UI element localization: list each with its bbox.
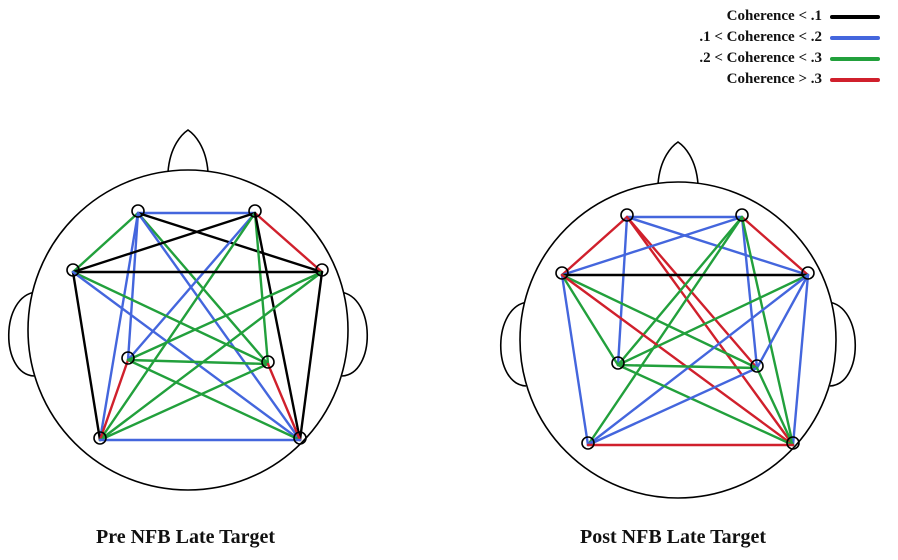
connection-line [586,273,810,447]
legend: Coherence < .1 .1 < Coherence < .2 .2 < … [699,6,880,90]
connection-line [253,211,270,366]
head-outline [519,181,837,499]
head-outline [27,169,349,491]
connection-line [616,215,744,367]
legend-entry-black: Coherence < .1 [699,6,880,27]
connection-line [71,270,302,442]
connection-line [586,366,759,447]
legend-entry-green: .2 < Coherence < .3 [699,48,880,69]
connection-line [616,273,810,367]
electrode-marker [801,266,815,280]
legend-swatch-blue [830,35,880,40]
connection-line [791,273,810,447]
connection-line [560,273,620,367]
connection-line [616,363,795,447]
electrode-marker [620,208,634,222]
connection-line [616,215,629,367]
connection-line [98,362,270,442]
connection-line [625,215,795,447]
legend-entry-blue: .1 < Coherence < .2 [699,27,880,48]
electrode-marker [611,356,625,370]
connection-line [740,215,810,277]
connection-line [98,270,324,442]
electrode-marker [131,204,145,218]
connection-line [98,358,130,442]
connection-line [560,273,759,370]
connection-line [126,211,140,362]
diagram-title-pre: Pre NFB Late Target [96,526,276,548]
legend-label: Coherence > .3 [726,71,822,87]
connection-line [560,215,744,277]
connection-line [253,211,324,274]
connection-line [560,273,795,447]
electrode-marker [66,263,80,277]
connection-line [98,211,140,442]
electrode-marker [581,436,595,450]
connection-line [740,215,795,447]
electrode-marker [93,431,107,445]
connection-line [126,358,270,366]
legend-label: .2 < Coherence < .3 [699,50,822,66]
connection-line [560,215,629,277]
connection-line [71,211,140,274]
electrode-marker [750,359,764,373]
connection-line [98,211,257,442]
connection-line [755,273,810,370]
connection-line [71,211,257,274]
connection-line [586,215,744,447]
head-diagram-post [500,141,856,499]
connection-line [71,270,270,366]
electrode-marker [315,263,329,277]
electrode-marker [121,351,135,365]
connection-line [740,215,759,370]
nose [657,141,699,185]
connections [560,215,810,447]
electrode-marker [248,204,262,218]
legend-label: Coherence < .1 [726,8,822,24]
connection-line [560,273,590,447]
connection-line [266,362,302,442]
legend-swatch-black [830,14,880,19]
electrode-marker [555,266,569,280]
connection-line [136,211,302,442]
connection-line [71,270,102,442]
electrode-marker [786,436,800,450]
connection-line [755,366,795,447]
legend-swatch-green [830,56,880,61]
connections [71,211,324,442]
nose [167,129,209,173]
connection-line [298,270,324,442]
connection-line [126,211,257,362]
legend-entry-red: Coherence > .3 [699,69,880,90]
electrode-marker [293,431,307,445]
connection-line [126,270,324,362]
legend-label: .1 < Coherence < .2 [699,29,822,45]
diagram-title-post: Post NFB Late Target [580,526,767,548]
head-diagram-pre [8,129,368,491]
electrode-marker [735,208,749,222]
connection-line [126,358,302,442]
legend-swatch-red [830,77,880,82]
connection-line [253,211,302,442]
electrode-marker [261,355,275,369]
connection-line [616,363,759,370]
